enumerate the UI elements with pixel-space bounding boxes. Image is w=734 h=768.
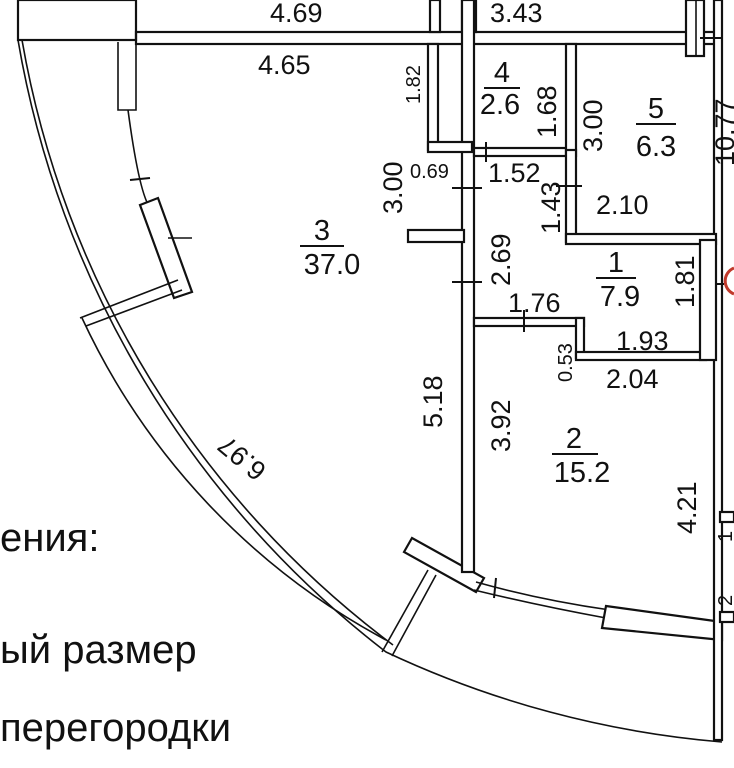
dim-arc-6-97: 6.97 [212, 430, 272, 487]
room-4-label: 4 2.6 [480, 57, 520, 121]
room-4-number: 4 [494, 57, 510, 89]
dim-10-77: 10.77 [710, 98, 734, 166]
room-3-area: 37.0 [304, 249, 360, 281]
balcony-left-wall-2 [85, 289, 183, 327]
dim-1-93: 1.93 [616, 326, 669, 356]
dim-1-76: 1.76 [508, 288, 561, 318]
dim-top-left-lower: 4.65 [258, 50, 311, 80]
dim-edge-1: 1 [715, 531, 734, 542]
room-1-label: 1 7.9 [596, 247, 640, 313]
room-5-area: 6.3 [636, 131, 676, 163]
dim-1-52: 1.52 [488, 158, 541, 188]
legend-line-1: ения: [0, 516, 100, 560]
right-stub-2 [718, 610, 734, 624]
tick-lower-arc [493, 577, 497, 599]
dim-2-10: 2.10 [596, 190, 649, 220]
legend-line-3: перегородки [0, 706, 232, 750]
dim-1-68: 1.68 [532, 85, 562, 138]
window-pier-right-bottom [600, 604, 724, 642]
red-marker-partial [723, 266, 734, 296]
top-wall [134, 30, 722, 46]
dim-1-81: 1.81 [670, 255, 700, 308]
top-left-edge [16, 0, 138, 42]
balcony-line-upper [127, 109, 153, 211]
tick-arc-upper [129, 177, 151, 181]
room-2-area: 15.2 [554, 457, 610, 489]
room3-wall-stub [406, 228, 466, 244]
dim-0-69: 0.69 [410, 161, 449, 183]
room4-bottom [472, 146, 576, 158]
room4-left-wall [426, 42, 440, 152]
dim-3-00-left: 3.00 [378, 161, 408, 214]
window-pier-bottom [402, 536, 486, 594]
room-1-area: 7.9 [600, 281, 640, 313]
dim-0-53: 0.53 [555, 343, 577, 382]
lower-arc-wall-2 [473, 589, 607, 619]
room-5-number: 5 [648, 93, 664, 125]
dim-3-92: 3.92 [486, 399, 516, 452]
room4-right-wall [564, 42, 578, 158]
room5-bottom-wall [564, 232, 718, 246]
central-wall [460, 0, 476, 574]
room1-right-wall [698, 238, 718, 362]
room-1-number: 1 [608, 247, 624, 279]
room-3-label: 3 37.0 [300, 215, 360, 281]
outer-arc-wall-outer [17, 39, 723, 743]
dim-5-18: 5.18 [418, 375, 448, 428]
bottom-balcony-wall [381, 569, 429, 653]
corridor-wall [472, 316, 586, 328]
room-5-label: 5 6.3 [636, 93, 676, 163]
inner-arc-upper [117, 42, 137, 111]
top-stub-1 [428, 0, 442, 34]
dim-edge-2: 2 [715, 595, 734, 606]
balcony-left-wall [79, 279, 179, 319]
bottom-balcony-wall-2 [391, 574, 437, 657]
dim-top-mid-upper: 3.43 [490, 0, 543, 28]
top-right-pier [684, 0, 706, 58]
dim-3-00-right: 3.00 [578, 99, 608, 152]
dim-1-43: 1.43 [536, 181, 566, 234]
room-2-label: 2 15.2 [552, 423, 610, 489]
dim-2-69: 2.69 [486, 233, 516, 286]
outer-arc-wall-inner [21, 39, 394, 646]
outer-arc-wall-inner-2 [81, 317, 387, 641]
room-2-number: 2 [566, 423, 582, 455]
lower-arc-wall [475, 581, 611, 611]
right-outer-wall [712, 0, 724, 742]
legend-line-2: ый размер [0, 628, 197, 672]
dim-top-left-upper: 4.69 [270, 0, 323, 28]
dim-2-04: 2.04 [606, 364, 659, 394]
room-4-area: 2.6 [480, 89, 520, 121]
dim-4-21: 4.21 [672, 481, 702, 534]
dim-1-82: 1.82 [403, 65, 425, 104]
right-stub-1 [718, 510, 734, 524]
room5-left-wall [564, 148, 578, 244]
room4-bottom-left [426, 140, 474, 154]
room-3-number: 3 [314, 215, 330, 247]
window-pier-left [138, 196, 194, 300]
